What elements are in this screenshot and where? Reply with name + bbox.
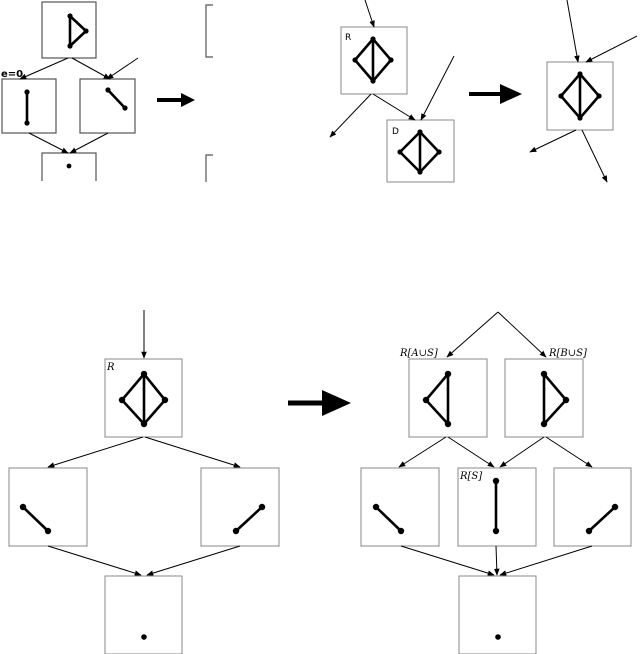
- top-right-node-d: [386, 119, 455, 183]
- top-panels-crop-mask: [0, 181, 640, 221]
- bracket-fragments: [205, 4, 213, 182]
- bracket-bottom: [205, 154, 213, 182]
- bottom-right-edge-a-left: [398, 436, 447, 468]
- bottom-left-panel: R: [8, 310, 280, 654]
- top-right-node-d-label: D: [392, 127, 399, 137]
- bottom-right-child-right: [553, 467, 632, 547]
- bottom-right-edge-right-leaf: [499, 545, 593, 576]
- bottom-left-right-graph: [232, 503, 266, 535]
- top-right-edge-r-out: [329, 93, 372, 138]
- bottom-right-node-a-graph: [422, 370, 452, 428]
- top-left-edge-root-left: [19, 57, 69, 80]
- top-right-edge-into-merged-a: [566, 0, 580, 63]
- bottom-right-middle-graph: [492, 477, 500, 535]
- bottom-right-edge-into-right: [497, 311, 547, 358]
- top-right-node-r-label: R: [345, 33, 351, 43]
- bottom-right-edge-b-right: [545, 436, 593, 468]
- bottom-right-edge-left-leaf: [400, 545, 495, 576]
- bottom-right-right-graph: [585, 503, 619, 535]
- top-right-edge-into-r: [364, 0, 375, 28]
- top-right-node-d-graph: [397, 129, 442, 175]
- top-right-edge-into-d: [420, 55, 455, 121]
- bracket-top: [205, 4, 213, 58]
- bottom-left-child-right: [200, 467, 280, 547]
- bottom-left-edge-root-right: [144, 436, 241, 468]
- top-right-node-r-graph: [352, 36, 394, 84]
- top-right-edge-r-to-d: [372, 93, 416, 121]
- bottom-left-edge-left-leaf: [47, 545, 142, 576]
- bottom-right-left-graph: [372, 503, 405, 535]
- top-left-right-graph: [105, 87, 128, 111]
- bottom-right-leaf-vertex: [495, 634, 501, 640]
- bottom-left-leaf-vertex: [141, 634, 147, 640]
- bottom-right-edge-mid-leaf: [493, 545, 500, 576]
- top-left-edge-root-right: [71, 57, 111, 80]
- top-left-edge-label: e=0: [1, 69, 23, 80]
- top-left-edge-right-leaf: [69, 132, 109, 154]
- bottom-left-edge-root-left: [47, 436, 144, 468]
- bottom-left-leaf-node: [104, 575, 183, 654]
- top-left-edge-left-leaf: [28, 132, 69, 154]
- top-left-left-graph: [24, 89, 30, 126]
- top-right-edge-merged-out-right: [581, 129, 608, 183]
- bottom-left-edge-right-leaf: [146, 545, 241, 576]
- bottom-right-edge-into-left: [446, 311, 499, 358]
- top-left-panel: e=0: [0, 1, 640, 221]
- bottom-left-root-node: [104, 358, 183, 438]
- bottom-right-edge-b-mid: [499, 436, 545, 468]
- top-right-edge-merged-out-left: [529, 129, 577, 153]
- bottom-right-node-b-graph: [540, 370, 570, 428]
- bottom-transform-arrow: [288, 390, 351, 416]
- top-right-transform-arrow: [469, 84, 522, 104]
- bottom-right-left-label: R[A∪S]: [399, 348, 438, 359]
- top-left-transform-arrow: [157, 93, 195, 107]
- bottom-left-left-graph: [19, 503, 52, 535]
- top-left-edge-external: [106, 57, 139, 80]
- top-left-root-node: [41, 1, 97, 59]
- top-right-edge-into-merged-b: [585, 35, 638, 63]
- top-left-root-graph: [67, 13, 89, 49]
- top-right-merged-node: [546, 61, 614, 131]
- bottom-right-right-label: R[B∪S]: [548, 348, 587, 359]
- bottom-left-root-label: R: [106, 362, 115, 373]
- top-left-child-node-left: [1, 78, 57, 134]
- bottom-right-panel: R[A∪S] R[B∪S] R[S]: [360, 311, 632, 654]
- top-left-leaf-vertex: [66, 163, 72, 169]
- bottom-right-leaf-node: [458, 575, 537, 654]
- bottom-left-root-graph: [118, 370, 169, 428]
- top-left-child-node-right: [79, 78, 136, 134]
- top-right-panel: R D: [329, 0, 638, 183]
- top-right-merged-graph: [558, 71, 602, 121]
- bottom-right-middle-label: R[S]: [459, 471, 482, 482]
- bottom-right-child-middle: [457, 467, 537, 547]
- bottom-right-child-left: [360, 467, 440, 547]
- bottom-right-edge-a-mid: [447, 436, 495, 468]
